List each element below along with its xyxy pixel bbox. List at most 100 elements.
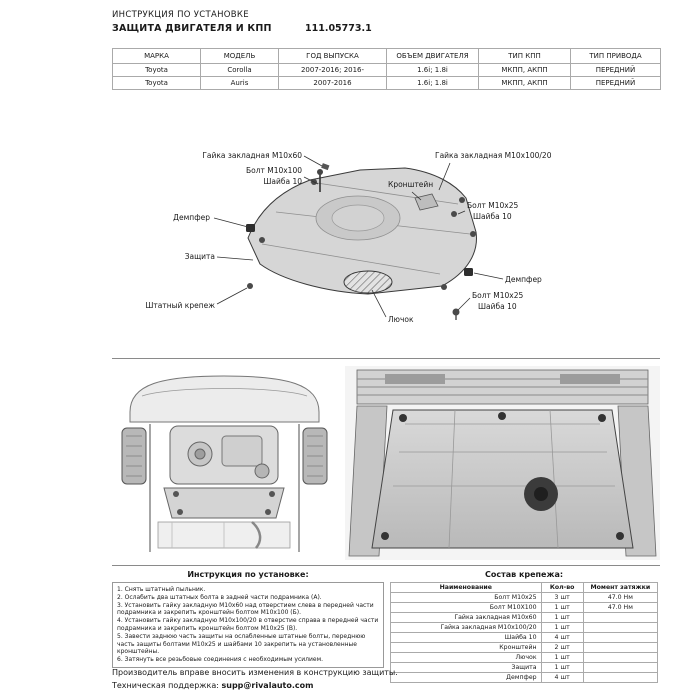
fasteners-title: Состав крепежа:	[484, 570, 564, 579]
document-header: ИНСТРУКЦИЯ ПО УСТАНОВКЕ ЗАЩИТА ДВИГАТЕЛЯ…	[112, 10, 272, 34]
fastener-torque	[582, 662, 659, 673]
fastener-qty: 1 шт	[540, 662, 584, 673]
spec-row-corolla: Toyota Corolla 2007-2016; 2016- 1.6i; 1.…	[112, 63, 661, 77]
fastener-qty: 4 шт	[540, 632, 584, 643]
fasteners-section: Состав крепежа: Наименование Кол-во Моме…	[390, 570, 659, 683]
spec-cell: ПЕРЕДНИЙ	[570, 76, 661, 90]
car-underbody-photo	[112, 366, 337, 558]
bracket-shape	[414, 193, 439, 211]
instruction-step-6: 6. Затянуть все резьбовые соединения с н…	[117, 656, 324, 664]
installed-plate-shape	[371, 409, 634, 549]
instruction-step-1: 1. Снять штатный пыльник.	[117, 586, 206, 593]
instruction-step-3: 3. Установить гайку закладную М10х60 над…	[117, 601, 374, 617]
fastener-qty: 3 шт	[540, 592, 584, 603]
support-line: Техническая поддержка: supp@rivalauto.co…	[112, 681, 313, 690]
fastener-header-name: Наименование	[390, 582, 542, 593]
installed-shield-photo	[345, 366, 660, 560]
fastener-qty: 4 шт	[540, 672, 584, 683]
fastener-torque: 47.0 Нм	[582, 592, 659, 603]
spec-header-drive: ТИП ПРИВОДА	[570, 48, 661, 64]
support-label: Техническая поддержка:	[112, 681, 222, 690]
fastener-name: Болт М10Х100	[390, 602, 542, 613]
manufacturer-note: Производитель вправе вносить изменения в…	[112, 668, 398, 677]
spec-header-brand: МАРКА	[112, 48, 201, 64]
fastener-qty: 1 шт	[540, 622, 584, 633]
fastener-name: Демпфер	[390, 672, 542, 683]
spec-cell: МКПП, АКПП	[478, 63, 571, 77]
fastener-torque	[582, 622, 659, 633]
shield-diagram-drawing	[213, 155, 504, 320]
instructions-box: 1. Снять штатный пыльник. 2. Ослабить дв…	[112, 582, 384, 668]
fastener-qty: 1 шт	[540, 652, 584, 663]
section-divider-bottom	[112, 565, 660, 566]
section-divider-top	[112, 358, 660, 359]
fastener-name: Лючок	[390, 652, 542, 663]
callout-washer-10-a: Шайба 10	[263, 177, 302, 186]
spec-cell: Toyota	[112, 63, 201, 77]
fastener-header-row: Наименование Кол-во Момент затяжки	[390, 582, 659, 593]
fastener-name: Шайба 10	[390, 632, 542, 643]
callout-washer-10-b: Шайба 10	[473, 212, 512, 221]
spec-cell: 2007-2016	[278, 76, 387, 90]
fastener-name: Гайка закладная М10х100/20	[390, 622, 542, 633]
callout-nut-m10x60: Гайка закладная М10х60	[202, 151, 302, 160]
instruction-step-2: 2. Ослабить два штатных болта в задней ч…	[117, 593, 322, 601]
spec-header-row: МАРКА МОДЕЛЬ ГОД ВЫПУСКА ОБЪЕМ ДВИГАТЕЛЯ…	[112, 48, 661, 64]
fastener-torque	[582, 652, 659, 663]
spec-cell: ПЕРЕДНИЙ	[570, 63, 661, 77]
document-title: ЗАЩИТА ДВИГАТЕЛЯ И КПП	[112, 23, 272, 34]
fastener-torque	[582, 642, 659, 653]
part-number: 111.05773.1	[305, 23, 372, 34]
callout-damper-right: Демпфер	[505, 275, 542, 284]
callout-hatch: Лючок	[388, 315, 414, 324]
callout-bracket: Кронштейн	[388, 180, 434, 189]
callout-stock-fastener: Штатный крепеж	[145, 301, 215, 310]
instructions-title: Инструкция по установке:	[187, 570, 309, 579]
spec-cell: 1.6i; 1.8i	[386, 76, 479, 90]
fastener-qty: 2 шт	[540, 642, 584, 653]
fastener-torque: 47.0 Нм	[582, 602, 659, 613]
callout-bolt-m10x100: Болт М10х100	[245, 166, 302, 175]
spec-cell: МКПП, АКПП	[478, 76, 571, 90]
fastener-torque	[582, 632, 659, 643]
spec-cell: 2007-2016; 2016-	[278, 63, 387, 77]
spec-header-year: ГОД ВЫПУСКА	[278, 48, 387, 64]
vehicle-spec-table: МАРКА МОДЕЛЬ ГОД ВЫПУСКА ОБЪЕМ ДВИГАТЕЛЯ…	[112, 48, 661, 90]
fastener-name: Защита	[390, 662, 542, 673]
spec-header-gearbox: ТИП КПП	[478, 48, 571, 64]
damper-left-shape	[246, 224, 255, 232]
callout-bolt-m10x25-bottom: Болт М10х25	[472, 291, 524, 300]
callout-damper-left: Демпфер	[173, 213, 210, 222]
spec-cell: Auris	[200, 76, 279, 90]
fastener-torque	[582, 672, 659, 683]
callout-washer-10-c: Шайба 10	[478, 302, 517, 311]
support-email: supp@rivalauto.com	[221, 681, 314, 690]
fastener-name: Болт М10х25	[390, 592, 542, 603]
spec-header-model: МОДЕЛЬ	[200, 48, 279, 64]
spec-row-auris: Toyota Auris 2007-2016 1.6i; 1.8i МКПП, …	[112, 76, 661, 90]
spec-cell: 1.6i; 1.8i	[386, 63, 479, 77]
fastener-torque	[582, 612, 659, 623]
fasteners-table: Наименование Кол-во Момент затяжки Болт …	[390, 582, 659, 683]
spec-cell: Corolla	[200, 63, 279, 77]
document-subtitle: ИНСТРУКЦИЯ ПО УСТАНОВКЕ	[112, 10, 249, 20]
callout-shield: Защита	[184, 252, 215, 261]
fastener-qty: 1 шт	[540, 602, 584, 613]
fastener-qty: 1 шт	[540, 612, 584, 623]
callout-bolt-m10x25-top: Болт М10х25	[467, 201, 519, 210]
spec-header-engine: ОБЪЕМ ДВИГАТЕЛЯ	[386, 48, 479, 64]
callout-nut-m10x100-20: Гайка закладная М10х100/20	[435, 151, 552, 160]
instruction-step-5: 5. Завести заднюю часть защиты на ослабл…	[117, 632, 366, 656]
fastener-name: Гайка закладная М10х60	[390, 612, 542, 623]
damper-right-shape	[464, 268, 473, 276]
parts-diagram: Гайка закладная М10х60 Болт М10х100 Шайб…	[110, 140, 660, 355]
